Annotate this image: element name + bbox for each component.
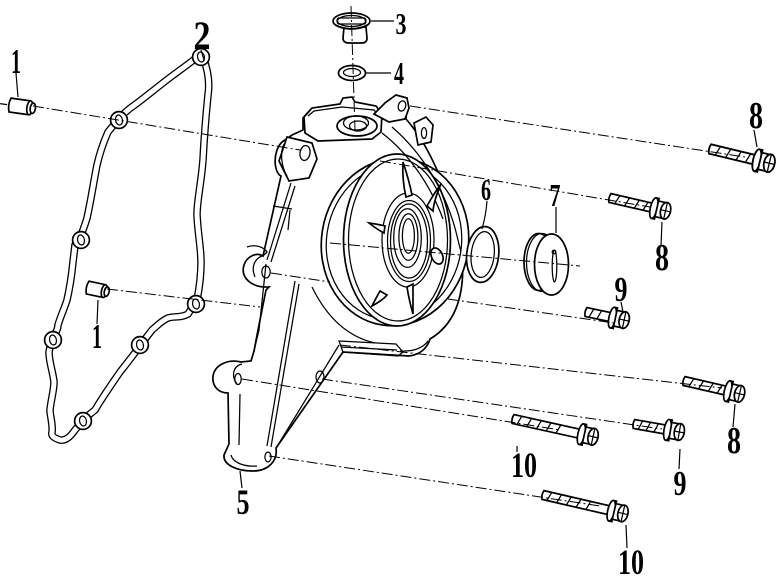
svg-text:9: 9: [615, 270, 628, 309]
svg-text:10: 10: [511, 445, 537, 485]
svg-text:2: 2: [194, 13, 211, 58]
svg-text:10: 10: [618, 542, 644, 580]
svg-text:1: 1: [92, 317, 102, 356]
svg-text:8: 8: [727, 420, 741, 462]
svg-text:3: 3: [396, 6, 407, 41]
svg-text:5: 5: [237, 482, 250, 522]
svg-text:4: 4: [394, 55, 404, 91]
svg-text:7: 7: [550, 177, 561, 213]
svg-text:8: 8: [655, 237, 669, 279]
svg-text:6: 6: [481, 172, 491, 207]
svg-text:8: 8: [749, 95, 763, 137]
svg-text:9: 9: [674, 464, 687, 503]
svg-text:1: 1: [11, 42, 21, 81]
